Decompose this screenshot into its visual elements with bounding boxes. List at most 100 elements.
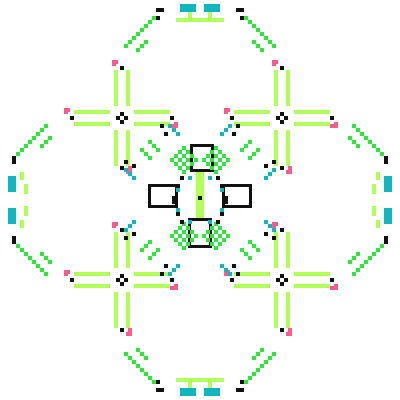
cross-hub [280,112,284,116]
cross-hub [280,282,284,286]
diagonal-cell [228,124,232,128]
center-diamond [186,242,190,246]
diagonal-cell [228,272,232,276]
cross-end [70,116,74,120]
petal-arc-cell [376,148,380,152]
petal-arc-cell [132,360,136,364]
diagonal-cell [272,160,276,164]
petal-arc-cell [140,352,144,356]
center-block-bottom [209,218,212,248]
petal-chord [188,382,192,388]
petal-arc-cell [348,136,352,140]
petal-arc-cell [348,260,352,264]
center-dot [180,220,184,224]
petal-node [156,16,160,20]
cross-hub [120,282,124,286]
center-diamond [214,238,218,242]
center-diamond [170,234,174,238]
cross-arm [114,70,118,106]
diagonal-cell [256,248,260,252]
petal-arc-cell [272,44,276,48]
petal-arc-cell [376,248,380,252]
cross-hub [120,112,124,116]
corner-accent [128,328,132,334]
petal-arc-cell [252,372,256,376]
petal-arc-cell [252,24,256,28]
diagonal-cell [248,140,252,144]
petal-arc-cell [356,144,360,148]
corner-accent [112,60,116,66]
center-diamond [186,150,190,154]
diagonal-cell [152,252,156,256]
petal-arc-cell [268,40,272,44]
petal-node [240,380,244,384]
petal-arc-cell [256,352,260,356]
diagonal-cell [132,176,136,180]
center-diamond [178,158,182,162]
petal-chord [372,206,376,216]
petal-cap [180,388,196,396]
center-block-bottom [188,218,191,248]
petal-arc-cell [48,136,52,140]
diagonal-cell [272,236,276,240]
petal-arc-cell [40,128,44,132]
cross-end [120,328,124,332]
diagonal-cell [176,264,180,268]
diagonal-cell [224,268,228,272]
petal-arc-cell [352,272,356,276]
center-diamond [178,234,182,238]
cross-end [330,278,334,282]
diagonal-cell [172,128,176,132]
petal-arc-cell [144,40,148,44]
center-diamond [182,170,186,174]
diagonal-cell [244,252,248,256]
diagonal-cell [248,156,252,160]
corner-accent [224,108,230,112]
center-dot [224,200,228,204]
diagonal-cell [220,132,224,136]
diagonal-cell [164,132,168,136]
petal-arc-cell [152,16,156,20]
center-diamond [182,146,186,150]
petal-arc-cell [244,16,248,20]
petal-chord [200,18,224,22]
diagonal-cell [132,164,136,168]
center-diamond [210,242,214,246]
center-diamond [218,158,222,162]
petal-chord [376,220,380,228]
center-diamond [190,238,194,242]
center-block-bottom [188,245,212,248]
cross-end [170,116,174,120]
diagonal-cell [124,228,128,232]
diagonal-cell [124,160,128,164]
center-diamond [178,150,182,154]
cross-arm [274,130,278,166]
diagonal-cell [240,248,244,252]
center-diamond [218,150,222,154]
petal-chord [200,378,224,382]
cross-hub [116,116,120,120]
petal-chord [20,220,24,228]
center-diamond [222,154,226,158]
petal-cap [8,208,16,224]
corner-accent [170,286,176,290]
petal-chord [24,206,28,216]
cross-arm [126,70,130,106]
center-diamond [206,154,210,158]
petal-arc-cell [380,244,384,248]
corner-accent [112,222,116,228]
petal-arc-cell [40,144,44,148]
cross-end [170,278,174,282]
center-diamond [218,242,222,246]
center-diamond [182,238,186,242]
corner-accent [272,222,276,228]
petal-arc-cell [140,28,144,32]
petal-arc-cell [260,364,264,368]
cross-arm [274,232,278,268]
center-diamond [214,146,218,150]
petal-arc-cell [24,144,28,148]
diagonal-cell [256,148,260,152]
center-diamond [214,170,218,174]
cross-hub [116,278,120,282]
center-dot [176,208,180,212]
